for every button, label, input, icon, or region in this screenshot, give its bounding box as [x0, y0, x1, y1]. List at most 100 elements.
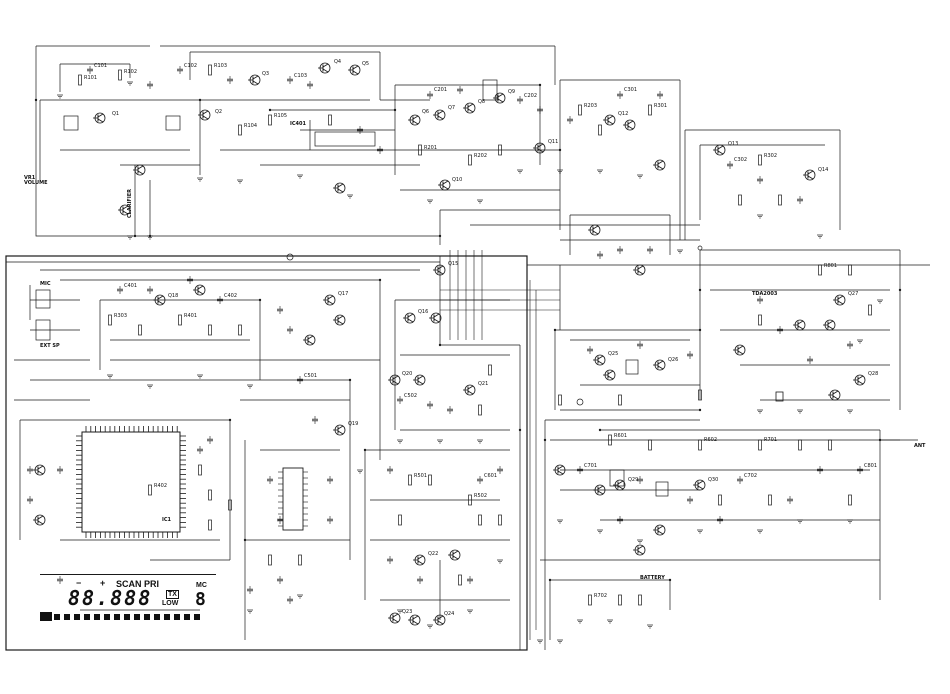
lcd-rect — [40, 612, 52, 621]
lcd-low: LOW — [162, 600, 179, 607]
coil-3 — [625, 359, 639, 375]
ground-symbol — [246, 609, 254, 614]
transistor-symbol — [32, 464, 46, 476]
capacitor-ref-label: C202 — [524, 93, 538, 99]
resistor-symbol — [488, 364, 492, 376]
resistor-ref-label: R302 — [764, 153, 778, 159]
capacitor-symbol — [196, 445, 204, 455]
capacitor-symbol — [686, 495, 694, 505]
ground-symbol — [846, 409, 854, 414]
resistor-symbol — [108, 314, 112, 326]
capacitor-symbol — [276, 575, 284, 585]
resistor-symbol — [458, 574, 462, 586]
capacitor-symbol — [311, 415, 319, 425]
transistor-symbol — [692, 479, 706, 491]
transistor-ref-label: Q1 — [112, 111, 120, 117]
transistor-symbol — [347, 64, 361, 76]
ground-symbol — [236, 179, 244, 184]
resistor-symbol — [478, 514, 482, 526]
capacitor-symbol — [386, 555, 394, 565]
resistor-symbol — [848, 264, 852, 276]
resistor-ref-label: R303 — [114, 313, 128, 319]
junction-dot — [698, 408, 702, 412]
resistor-symbol — [198, 464, 202, 476]
resistor-symbol — [798, 439, 802, 451]
junction-dot — [363, 448, 367, 452]
capacitor-ref-label: C302 — [734, 157, 748, 163]
transistor-symbol — [428, 312, 442, 324]
junction-dot — [668, 578, 672, 582]
transistor-ref-label: Q6 — [422, 109, 430, 115]
control-board-outline — [5, 255, 528, 651]
transistor-symbol — [712, 144, 726, 156]
capacitor-symbol — [476, 475, 484, 485]
capacitor-symbol — [756, 175, 764, 185]
capacitor-ref-label: C402 — [224, 293, 238, 299]
transistor-symbol — [622, 119, 636, 131]
resistor-symbol — [208, 64, 212, 76]
capacitor-symbol — [266, 475, 274, 485]
junction-dot — [378, 278, 382, 282]
junction-dot — [518, 428, 522, 432]
resistor-ref-label: R501 — [414, 473, 428, 479]
transistor-symbol — [632, 264, 646, 276]
resistor-symbol — [758, 154, 762, 166]
resistor-symbol — [598, 124, 602, 136]
transistor-ref-label: Q21 — [478, 381, 489, 387]
capacitor-symbol — [806, 355, 814, 365]
ground-symbol — [426, 199, 434, 204]
capacitor-symbol — [466, 575, 474, 585]
capacitor-symbol — [616, 90, 624, 100]
transistor-ref-label: Q2 — [215, 109, 223, 115]
ground-symbol — [296, 594, 304, 599]
capacitor-symbol — [496, 465, 504, 475]
capacitor-symbol — [586, 345, 594, 355]
resistor-symbol — [498, 514, 502, 526]
capacitor-ref-label: C102 — [184, 63, 198, 69]
lcd-bar — [54, 614, 204, 620]
capacitor-symbol — [26, 465, 34, 475]
lcd-plus: + — [100, 578, 106, 588]
capacitor-symbol — [796, 195, 804, 205]
transistor-symbol — [532, 142, 546, 154]
transistor-symbol — [32, 514, 46, 526]
battery-label: BATTERY — [640, 575, 665, 581]
transistor-ref-label: Q28 — [868, 371, 879, 377]
ground-symbol — [676, 249, 684, 254]
transistor-ref-label: Q7 — [448, 105, 456, 111]
coil-2 — [165, 115, 181, 131]
capacitor-symbol — [426, 90, 434, 100]
filter-block — [314, 131, 376, 147]
resistor-symbol — [428, 474, 432, 486]
ground-symbol — [516, 169, 524, 174]
capacitor-symbol — [176, 65, 184, 75]
ground-symbol — [816, 234, 824, 239]
resistor-symbol — [698, 439, 702, 451]
ground-symbol — [56, 94, 64, 99]
ground-symbol — [636, 539, 644, 544]
capacitor-ref-label: C801 — [864, 463, 878, 469]
transistor-ref-label: Q25 — [608, 351, 619, 357]
transistor-symbol — [447, 549, 461, 561]
transistor-symbol — [652, 524, 666, 536]
transistor-symbol — [247, 74, 261, 86]
capacitor-symbol — [426, 400, 434, 410]
resistor-symbol — [138, 324, 142, 336]
ic-label: IC401 — [290, 121, 306, 127]
resistor-ref-label: R602 — [704, 437, 718, 443]
capacitor-ref-label: C101 — [94, 63, 108, 69]
junction-dot — [438, 234, 442, 238]
transistor-ref-label: Q13 — [728, 141, 739, 147]
ground-symbol — [646, 624, 654, 629]
transistor-symbol — [632, 544, 646, 556]
capacitor-symbol — [146, 285, 154, 295]
resistor-symbol — [868, 304, 872, 316]
ground-symbol — [556, 639, 564, 644]
capacitor-symbol — [286, 75, 294, 85]
ground-symbol — [756, 409, 764, 414]
transistor-symbol — [592, 354, 606, 366]
transistor-symbol — [387, 612, 401, 624]
ground-symbol — [126, 235, 134, 240]
resistor-ref-label: R101 — [84, 75, 98, 81]
ground-symbol — [856, 339, 864, 344]
